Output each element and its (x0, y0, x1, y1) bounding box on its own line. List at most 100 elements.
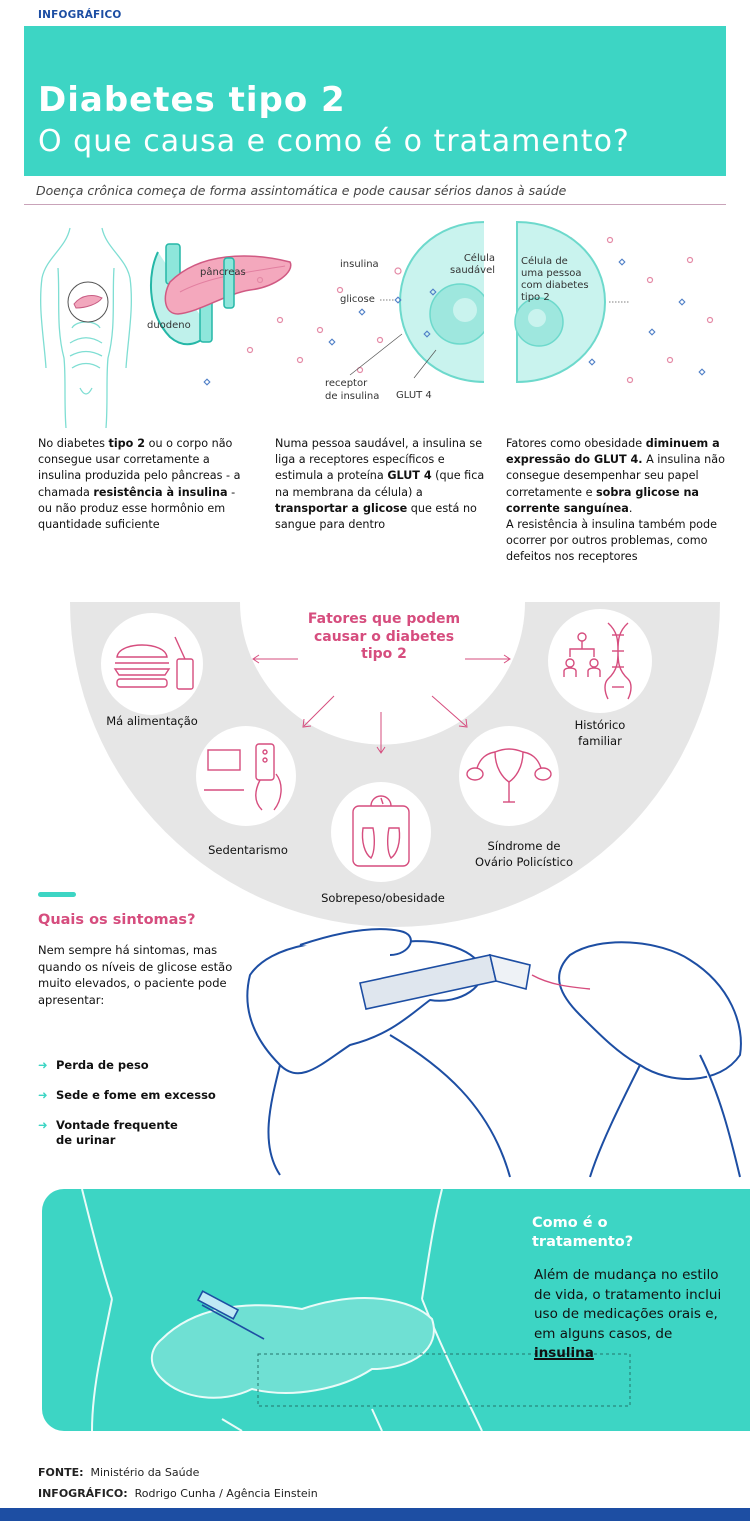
arrow-right-icon: ➜ (38, 1088, 48, 1102)
factors-title: Fatores que podem causar o diabetes tipo… (250, 611, 518, 664)
arrow-right-icon: ➜ (38, 1118, 48, 1132)
col1-b1: tipo 2 (108, 437, 146, 450)
receptor-label-1: receptor (325, 378, 368, 389)
insulina-label: insulina (340, 259, 379, 270)
col1-p2: ou o corpo não consegue usar corretament… (38, 437, 241, 499)
column-1-text: No diabetes tipo 2 ou o corpo não conseg… (38, 436, 243, 533)
cell-divider (484, 220, 514, 385)
sedentarismo-circle (196, 726, 296, 826)
historico-label-2: familiar (578, 734, 622, 748)
healthy-cell-label-2: saudável (450, 265, 495, 276)
treatment-title: Como é o tratamento? (532, 1214, 672, 1252)
title-banner (24, 26, 726, 176)
page-subtitle: Doença crônica começa de forma assintomá… (36, 183, 567, 198)
sindrome-label-2: Ovário Policístico (474, 855, 574, 869)
col3-p2: A insulina não consegue desempenhar seu … (506, 453, 725, 499)
receptor-label-2: de insulina (325, 391, 380, 402)
symptoms-text: Nem sempre há sintomas, mas quando os ní… (38, 943, 233, 1007)
tv-remote-icon (204, 743, 282, 811)
treatment-panel (42, 1189, 750, 1431)
receptor-label: receptor de insulina (325, 377, 379, 403)
col2-p2: (que fica na membrana da célula) a (275, 469, 485, 499)
source-value: Ministério da Saúde (90, 1466, 200, 1479)
credit-label: INFOGRÁFICO: (38, 1487, 128, 1500)
sobrepeso-circle (331, 782, 431, 882)
insulin-injection-illustration (81, 1189, 631, 1431)
sedentarismo-label: Sedentarismo (208, 843, 288, 857)
symptom-label: Perda de peso (56, 1058, 149, 1072)
col1-b2: resistência à insulina (93, 485, 228, 499)
treatment-text: Além de mudança no estilo de vida, o tra… (534, 1266, 734, 1364)
factors-title-2: causar o diabetes (313, 628, 455, 645)
healthy-cell-label-1: Célula (463, 253, 495, 264)
credit-value: Rodrigo Cunha / Agência Einstein (134, 1487, 318, 1500)
factors-title-1: Fatores que podem (307, 611, 461, 627)
infographic-tag: INFOGRÁFICO (38, 9, 122, 21)
divider (24, 204, 726, 205)
sindrome-label: Síndrome de Ovário Policístico (452, 838, 596, 870)
symptom-item: ➜ Sede e fome em excesso (38, 1088, 216, 1103)
glucose-test-illustration (246, 928, 742, 1178)
duodeno-label: duodeno (147, 320, 191, 331)
page-title: Diabetes tipo 2 (38, 80, 346, 120)
symptom-label: Sede e fome em excesso (56, 1088, 216, 1102)
historico-circle (548, 609, 652, 713)
symptoms-title: Quais os sintomas? (38, 912, 196, 928)
sindrome-circle (459, 726, 559, 826)
label-pointers (380, 267, 402, 304)
col2-b2: transportar a glicose (275, 501, 408, 515)
source-label: FONTE: (38, 1466, 84, 1479)
pancreas-label: pâncreas (200, 267, 246, 278)
symptom-item: ➜ Perda de peso (38, 1058, 149, 1073)
historico-label: Histórico familiar (540, 717, 660, 749)
symptom-item: ➜ Vontade frequente de urinar (38, 1118, 178, 1148)
diabetic-cell (514, 220, 629, 384)
factors-title-3: tipo 2 (361, 646, 407, 662)
pancreas-illustration (149, 243, 292, 346)
col2-p3: que está no sangue para dentro (275, 501, 477, 532)
dna-icon (563, 622, 632, 700)
col2-b1: GLUT 4 (387, 469, 432, 483)
healthy-cell-label: Célula saudável (450, 253, 495, 277)
historico-label-1: Histórico (574, 718, 626, 732)
symptoms-accent-bar (38, 892, 76, 897)
col3-b2: sobra glicose na corrente sanguínea (506, 485, 699, 515)
factors-background (70, 602, 720, 927)
col2-p1: Numa pessoa saudável, a insulina se liga… (275, 437, 483, 483)
burger-icon (113, 636, 194, 690)
scale-icon (352, 795, 410, 867)
uterus-icon (466, 748, 552, 803)
col3-b1: diminuem a expressão do GLUT 4. (506, 437, 720, 467)
healthy-cell (398, 220, 491, 384)
diabetic-cell-label-4: tipo 2 (521, 292, 550, 303)
receptor-pointers (349, 333, 437, 379)
col3-p1: Fatores como obesidade (506, 437, 646, 450)
symptom-label: Vontade frequente (56, 1118, 178, 1132)
col1-p1: No diabetes (38, 437, 109, 450)
sindrome-label-1: Síndrome de (487, 839, 561, 853)
col3-p3: . (628, 501, 633, 515)
glicose-label: glicose (340, 294, 375, 305)
treatment-title-2: tratamento? (532, 1234, 634, 1250)
col3-p4: A resistência à insulina também pode oco… (506, 518, 717, 564)
credit-line: INFOGRÁFICO: Rodrigo Cunha / Agência Ein… (38, 1487, 318, 1500)
treatment-title-1: Como é o (532, 1215, 608, 1231)
diabetic-cell-label-3: com diabetes (521, 280, 589, 291)
column-3-text: Fatores como obesidade diminuem a expres… (506, 436, 736, 566)
glut4-label: GLUT 4 (396, 390, 432, 401)
symptom-label-cont: de urinar (56, 1133, 116, 1147)
source-line: FONTE: Ministério da Saúde (38, 1466, 199, 1479)
treatment-text-body: Além de mudança no estilo de vida, o tra… (534, 1267, 722, 1342)
ma-alimentacao-circle (101, 613, 203, 715)
diabetic-cell-label-2: uma pessoa (521, 268, 582, 279)
ma-alimentacao-label: Má alimentação (106, 714, 198, 728)
molecules-decoration (203, 236, 714, 386)
arrow-right-icon: ➜ (38, 1058, 48, 1072)
sobrepeso-label: Sobrepeso/obesidade (321, 891, 445, 905)
column-2-text: Numa pessoa saudável, a insulina se liga… (275, 436, 485, 533)
diabetic-cell-label: Célula de uma pessoa com diabetes tipo 2 (521, 256, 589, 304)
col1-p3: - ou não produz esse hormônio em quantid… (38, 485, 236, 532)
diabetic-cell-label-1: Célula de (521, 256, 568, 267)
bottom-bar (0, 1508, 750, 1521)
body-illustration (40, 227, 132, 429)
